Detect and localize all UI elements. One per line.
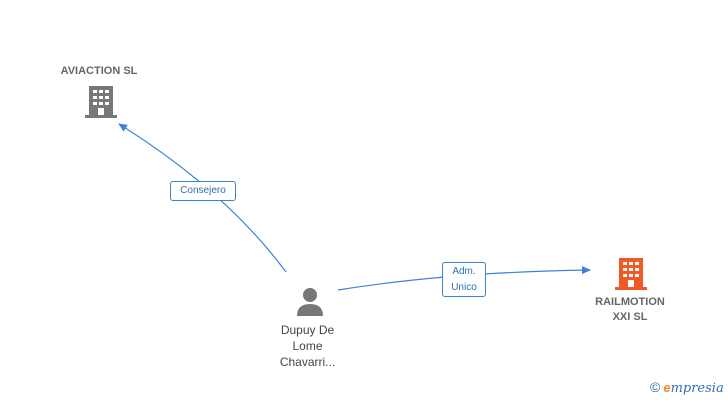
edge-label-adm-line2: Unico (451, 282, 477, 293)
empresia-brand[interactable]: ©empresia (650, 379, 724, 396)
edge-label-consejero[interactable]: Consejero (170, 181, 236, 201)
person-name-line2: Lome (292, 339, 323, 353)
company-aviaction-label[interactable]: AVIACTION SL (60, 65, 138, 77)
person-dupuy-label[interactable]: Dupuy De Lome Chavarri... (255, 322, 360, 370)
building-icon[interactable] (85, 85, 117, 119)
brand-logo-text: mpresia (670, 381, 724, 396)
copyright-symbol: © (650, 379, 661, 395)
company-railmotion-label[interactable]: RAILMOTION XXI SL (575, 295, 685, 325)
company-railmotion-name-line2: XXI SL (612, 311, 648, 323)
edge-label-adm-unico[interactable]: Adm. Unico (442, 262, 486, 297)
brand-logo-e: e (663, 380, 671, 395)
person-name-line1: Dupuy De (280, 323, 335, 337)
building-icon[interactable] (615, 257, 647, 291)
person-icon[interactable] (295, 287, 325, 317)
edge-label-adm-line1: Adm. (452, 266, 476, 277)
person-name-line3: Chavarri... (279, 355, 336, 369)
company-railmotion-name-line1: RAILMOTION (595, 296, 665, 308)
